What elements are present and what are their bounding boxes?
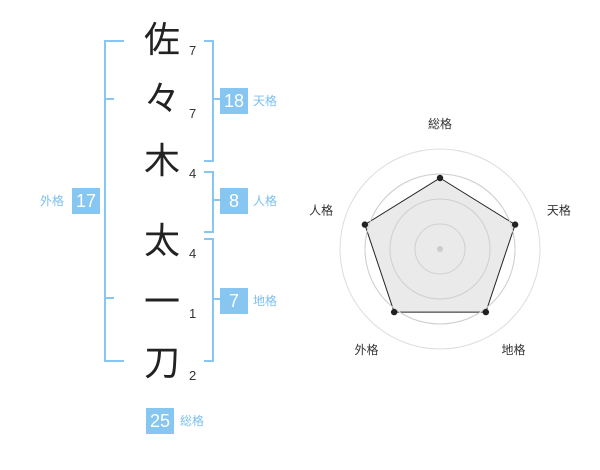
tenkaku-label: 天格 (253, 94, 278, 108)
stroke-count-2: 7 (189, 106, 197, 121)
jinkaku-tick (212, 199, 220, 201)
radar-axis-label-5: 人格 (309, 202, 333, 217)
radar-axis-label-2: 天格 (547, 202, 571, 217)
tenkaku-bracket (204, 40, 214, 162)
soukaku-value: 25 (146, 408, 174, 434)
radar-point-3 (482, 308, 490, 316)
radar-ring-inner (414, 223, 466, 275)
name-char-5: 一 (143, 282, 180, 323)
chikaku-value: 7 (220, 288, 248, 314)
radar-center-dot (437, 246, 443, 252)
name-char-1: 佐 (143, 20, 180, 61)
jinkaku-label: 人格 (253, 194, 278, 208)
gaikaku-value: 17 (72, 188, 100, 214)
jinkaku-bracket (204, 171, 214, 233)
jinkaku-value: 8 (220, 188, 248, 214)
name-char-2: 々 (143, 79, 180, 120)
radar-ring-inner (389, 198, 491, 300)
radar-point-4 (390, 308, 398, 316)
radar-series-area (364, 177, 516, 313)
radar-axis-label-4: 外格 (355, 342, 379, 357)
name-char-3: 木 (143, 141, 180, 182)
stroke-count-5: 1 (189, 306, 197, 321)
stroke-count-3: 4 (189, 166, 197, 181)
chikaku-label: 地格 (253, 294, 278, 308)
stroke-count-6: 2 (189, 368, 197, 383)
stroke-count-1: 7 (189, 43, 197, 58)
name-char-4: 太 (143, 221, 180, 262)
chikaku-tick (212, 298, 220, 300)
gaikaku-tick-2 (104, 297, 114, 299)
radar-axis-label-3: 地格 (501, 342, 525, 357)
radar-point-2 (511, 221, 519, 228)
tenkaku-value: 18 (220, 88, 248, 114)
radar-point-5 (361, 221, 369, 228)
radar-ring-inner (364, 173, 516, 325)
tenkaku-tick (212, 98, 220, 100)
stroke-count-4: 4 (189, 246, 197, 261)
name-char-6: 刀 (143, 343, 180, 384)
gaikaku-bracket (104, 40, 124, 362)
gaikaku-tick-1 (104, 98, 114, 100)
chikaku-bracket (204, 238, 214, 362)
radar-point-1 (436, 174, 444, 182)
soukaku-label: 総格 (180, 414, 205, 428)
gaikaku-label: 外格 (40, 194, 65, 208)
radar-axis-label-1: 総格 (428, 116, 452, 131)
